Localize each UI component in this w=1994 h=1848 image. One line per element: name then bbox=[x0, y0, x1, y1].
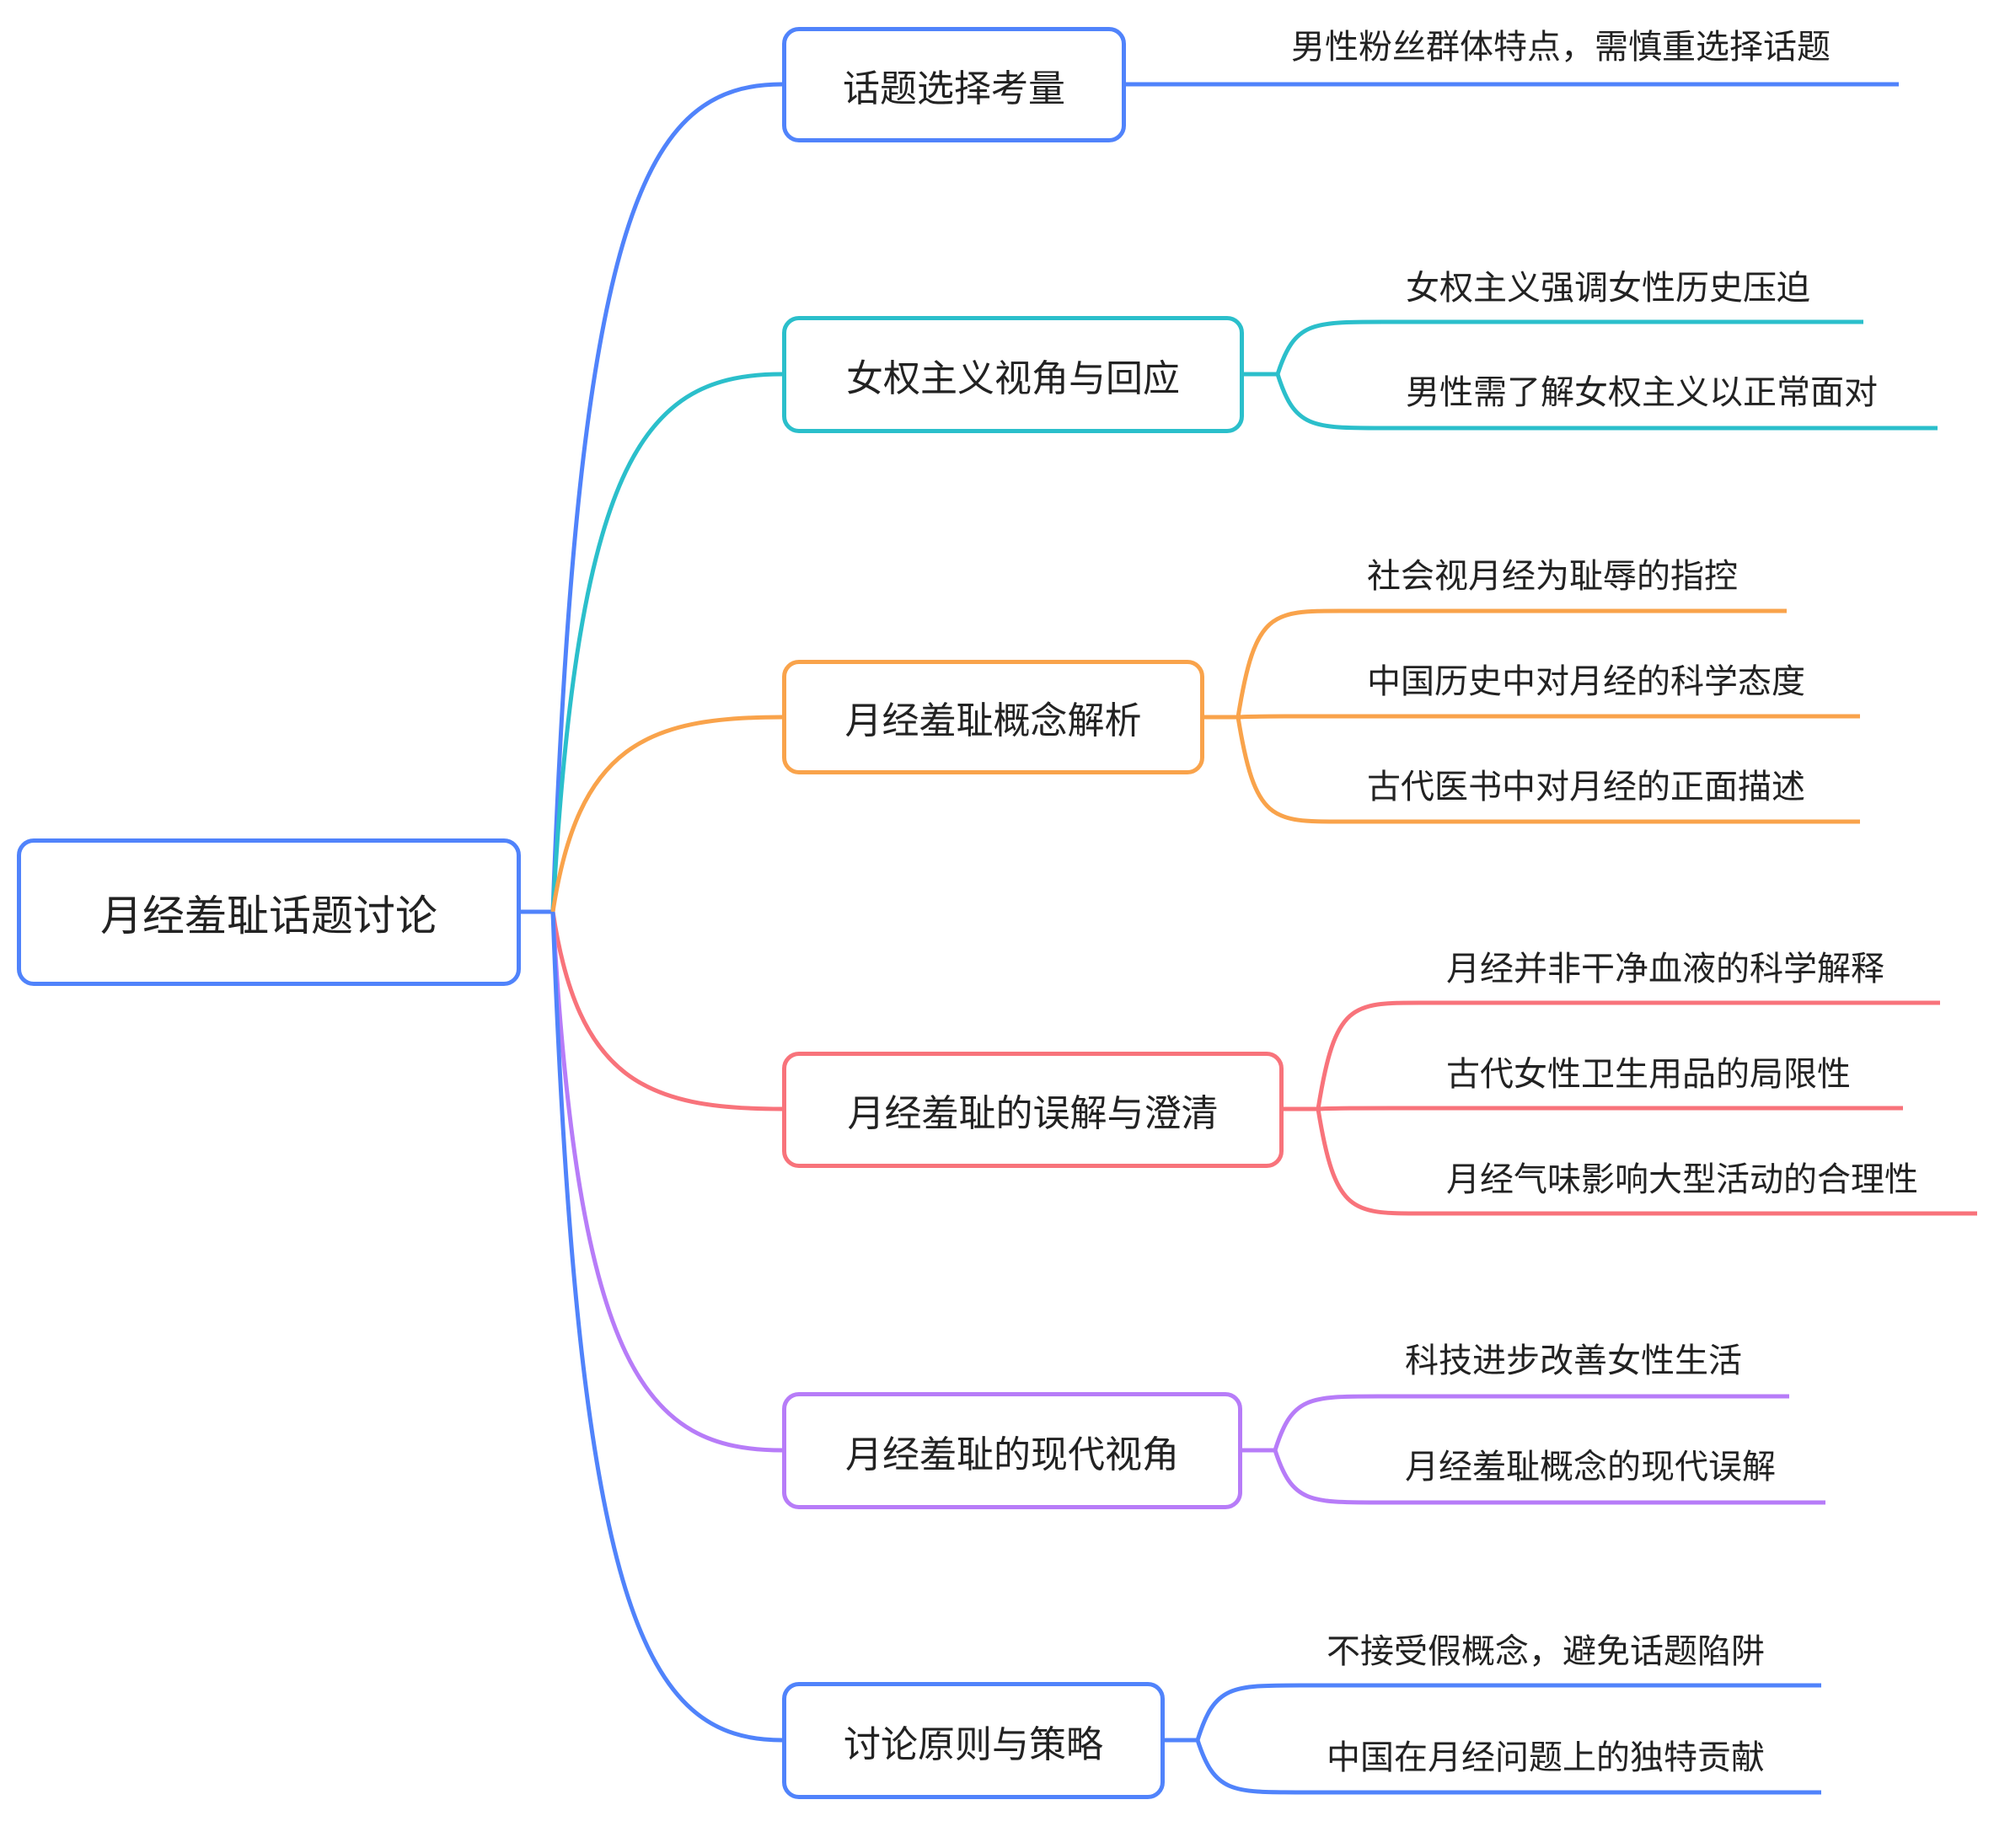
branch-node-topic-selection[interactable]: 话题选择考量 bbox=[782, 27, 1126, 142]
branch-label: 话题选择考量 bbox=[843, 67, 1065, 110]
leaf-connector bbox=[1204, 715, 1860, 824]
leaf-node[interactable]: 女权主义强调女性历史压迫 bbox=[1406, 271, 1810, 305]
branch-label: 月经羞耻的现代视角 bbox=[845, 1433, 1179, 1476]
leaf-label: 社会视月经为耻辱的指控 bbox=[1367, 557, 1738, 596]
root-branch-connector bbox=[550, 372, 783, 913]
leaf-connector bbox=[1284, 1000, 1940, 1111]
branch-label: 讨论原则与策略 bbox=[844, 1722, 1103, 1766]
root-branch-connector bbox=[550, 82, 783, 913]
leaf-label: 中国在月经问题上的独特贡献 bbox=[1327, 1738, 1765, 1777]
leaf-connector bbox=[1284, 1106, 1977, 1216]
leaf-node[interactable]: 男性粉丝群体特点，需慎重选择话题 bbox=[1291, 30, 1831, 64]
leaf-node[interactable]: 科技进步改善女性生活 bbox=[1405, 1344, 1742, 1378]
root-branch-connector bbox=[550, 911, 783, 1453]
branch-node-misunderstanding[interactable]: 月经羞耻的误解与澄清 bbox=[782, 1052, 1284, 1168]
leaf-connector bbox=[1242, 1448, 1825, 1505]
leaf-node[interactable]: 月经羞耻概念的现代误解 bbox=[1405, 1450, 1776, 1484]
leaf-node[interactable]: 古代医书中对月经的正面描述 bbox=[1367, 770, 1805, 804]
leaf-label: 月经气味影响大型活动的合理性 bbox=[1446, 1160, 1918, 1199]
branch-label: 月经羞耻的误解与澄清 bbox=[847, 1092, 1219, 1135]
leaf-node[interactable]: 社会视月经为耻辱的指控 bbox=[1367, 560, 1738, 593]
leaf-node[interactable]: 中国在月经问题上的独特贡献 bbox=[1327, 1741, 1765, 1775]
branch-node-principles[interactable]: 讨论原则与策略 bbox=[782, 1682, 1165, 1799]
leaf-connector bbox=[1242, 1394, 1789, 1453]
root-branch-connector bbox=[550, 911, 783, 1111]
branch-label: 女权主义视角与回应 bbox=[846, 356, 1180, 400]
leaf-label: 男性需了解女权主义以正常面对 bbox=[1406, 373, 1878, 412]
branch-label: 月经羞耻概念解析 bbox=[844, 699, 1142, 742]
leaf-connector bbox=[1244, 372, 1938, 431]
leaf-label: 古代女性卫生用品的局限性 bbox=[1446, 1055, 1851, 1094]
leaf-label: 月经羞耻概念的现代误解 bbox=[1405, 1448, 1776, 1486]
leaf-label: 月经并非干净血液的科学解释 bbox=[1446, 950, 1884, 988]
leaf-label: 不接受假概念，避免话题陷阱 bbox=[1327, 1632, 1765, 1671]
leaf-label: 科技进步改善女性生活 bbox=[1405, 1342, 1742, 1380]
branch-node-concept-analysis[interactable]: 月经羞耻概念解析 bbox=[782, 660, 1204, 774]
leaf-node[interactable]: 男性需了解女权主义以正常面对 bbox=[1406, 376, 1878, 410]
leaf-connector bbox=[1204, 714, 1860, 720]
leaf-connector bbox=[1165, 1738, 1821, 1795]
leaf-connector bbox=[1204, 608, 1787, 720]
leaf-connector bbox=[1165, 1683, 1821, 1743]
root-branch-connector bbox=[550, 715, 783, 913]
root-branch-connector bbox=[550, 911, 783, 1743]
leaf-label: 古代医书中对月经的正面描述 bbox=[1367, 768, 1805, 806]
leaf-node[interactable]: 月经并非干净血液的科学解释 bbox=[1446, 952, 1884, 986]
branch-node-feminism[interactable]: 女权主义视角与回应 bbox=[782, 316, 1244, 433]
leaf-node[interactable]: 月经气味影响大型活动的合理性 bbox=[1446, 1163, 1918, 1197]
leaf-node[interactable]: 不接受假概念，避免话题陷阱 bbox=[1327, 1635, 1765, 1669]
leaf-connector bbox=[1284, 1106, 1903, 1111]
leaf-label: 中国历史中对月经的科学态度 bbox=[1367, 662, 1805, 701]
leaf-connector bbox=[1244, 319, 1863, 377]
branch-node-modern-view[interactable]: 月经羞耻的现代视角 bbox=[782, 1392, 1242, 1509]
root-label: 月经羞耻话题讨论 bbox=[100, 891, 437, 940]
leaf-node[interactable]: 中国历史中对月经的科学态度 bbox=[1367, 665, 1805, 699]
leaf-label: 男性粉丝群体特点，需慎重选择话题 bbox=[1291, 28, 1831, 67]
leaf-label: 女权主义强调女性历史压迫 bbox=[1406, 269, 1810, 308]
leaf-node[interactable]: 古代女性卫生用品的局限性 bbox=[1446, 1058, 1851, 1091]
root-node[interactable]: 月经羞耻话题讨论 bbox=[17, 838, 521, 986]
